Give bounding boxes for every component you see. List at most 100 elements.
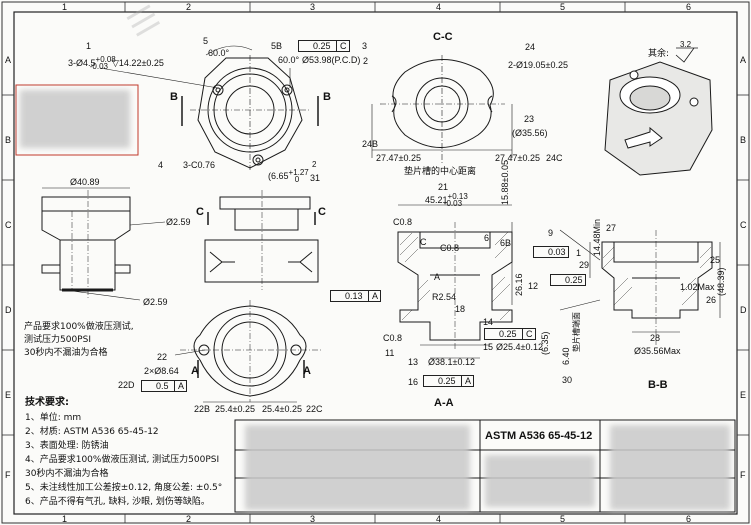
col-mark-6: 6: [686, 2, 692, 12]
aa-dim-width-tol-l: -0.03: [443, 199, 463, 208]
aa-chamfer-mid: C0.8: [440, 243, 460, 253]
position-tolerance-value: 0.25: [313, 41, 331, 51]
balloon-5b: 5B: [271, 41, 283, 51]
balloon-22: 22: [157, 352, 168, 362]
aa-datum-c: C: [420, 237, 427, 247]
aa-dim-2616: 26.16: [514, 273, 524, 296]
row-mark-f: F: [5, 470, 11, 480]
row-mark-f-right: F: [740, 470, 746, 480]
bb-dim-102: 1.02Max: [680, 282, 715, 292]
bore-tol-lower: -0.03: [89, 62, 108, 71]
aa-circ-datum: C: [522, 329, 533, 339]
aa-dim-635: (6.35): [540, 331, 550, 355]
bore-dim: 3-Ø4.5+0.08-0.03▽14.22±0.25: [68, 55, 164, 71]
aa-balloon-15: 15: [483, 342, 494, 352]
aa-balloon-6b: 6B: [500, 238, 512, 248]
row-mark-a-right: A: [740, 55, 747, 65]
aa-perp-datum: A: [368, 291, 379, 301]
pos-tol-datum-bl: A: [174, 381, 185, 391]
aa-balloon-11: 11: [385, 348, 395, 358]
bb-balloon-27: 27: [606, 223, 617, 233]
balloon-22c: 22C: [306, 404, 323, 414]
aa-circ2-value: 0.25: [438, 376, 456, 386]
section-c-right: C: [318, 206, 326, 218]
aa-flat2-frame: 0.25: [550, 274, 586, 286]
col-mark-4-bottom: 4: [436, 514, 442, 524]
row-mark-b-right: B: [740, 135, 747, 145]
bb-balloon-25: 25: [710, 255, 721, 265]
pos-tol-frame-bl: 0.5 A: [141, 380, 188, 392]
aa-radius: R2.54: [432, 292, 457, 302]
aa-balloon-6: 6: [484, 233, 490, 243]
aa-perp-value: 0.13: [345, 291, 363, 301]
cc-ref-dim: (Ø35.56): [512, 128, 548, 138]
aa-balloon-9: 9: [548, 228, 554, 238]
pos-tol-value-bl: 0.5: [156, 381, 169, 391]
tech-item-1: 1、单位: mm: [25, 413, 82, 423]
section-c-left: C: [196, 206, 204, 218]
cc-dim-right: 27.47±0.25: [495, 153, 540, 163]
col-mark-2: 2: [186, 2, 192, 12]
col-mark-5-bottom: 5: [560, 514, 566, 524]
aa-balloon-16: 16: [408, 377, 419, 387]
cc-balloon-24b: 24B: [362, 139, 379, 149]
row-mark-d: D: [5, 305, 12, 315]
aa-balloon-30: 30: [562, 375, 573, 385]
col-mark-6-bottom: 6: [686, 514, 692, 524]
chamfer-dim: 3-C0.76: [183, 160, 216, 170]
row-mark-e-right: E: [740, 390, 747, 400]
aa-title: A-A: [434, 397, 454, 409]
aa-circ2-frame: 0.25 A: [423, 375, 475, 387]
aa-balloon-14: 14: [483, 317, 494, 327]
aa-dia-254: Ø25.4±0.12: [496, 342, 543, 352]
bb-balloon-26: 26: [706, 295, 717, 305]
dim-254-left: 25.4±0.25: [215, 404, 255, 414]
tech-item-5: 5、未注线性加工公差按±0.12, 角度公差: ±0.5°: [25, 483, 223, 493]
section-b-right: B: [323, 91, 331, 103]
bb-dia-3556: Ø35.56Max: [634, 346, 681, 356]
dim-665-tol-lower: 0: [294, 175, 300, 184]
position-tolerance-frame: 0.25 C: [298, 40, 350, 52]
col-mark-3-bottom: 3: [310, 514, 316, 524]
section-a-right: A: [303, 365, 311, 377]
dim-254-right: 25.4±0.25: [262, 404, 302, 414]
test-note-2: 测试压力500PSI: [24, 335, 91, 345]
col-mark-1-bottom: 1: [62, 514, 68, 524]
row-mark-a: A: [5, 55, 12, 65]
cc-dim-left: 27.47±0.25: [376, 153, 421, 163]
col-mark-1: 1: [62, 2, 68, 12]
aa-dim-640: 6.40: [561, 347, 571, 365]
aa-dim-width: 45.21+0.13-0.03: [425, 192, 486, 208]
bb-dim-4839: (48.39): [716, 267, 726, 296]
position-tolerance-datum: C: [336, 41, 347, 51]
bore-tol-upper: +0.08: [95, 55, 116, 64]
balloon-31: 31: [310, 173, 321, 183]
row-mark-d-right: D: [740, 305, 747, 315]
row-mark-c-right: C: [740, 220, 747, 230]
col-mark-2-bottom: 2: [186, 514, 192, 524]
balloon-5: 5: [203, 36, 209, 46]
tech-item-4: 4、产品要求100%做液压测试, 测试压力500PSI: [25, 455, 220, 465]
title-block-material: ASTM A536 65-45-12: [485, 430, 593, 442]
hole-dim-864: 2×Ø8.64: [144, 366, 179, 376]
pcd-dim: Ø53.98(P.C.D): [302, 55, 361, 65]
cc-balloon-24: 24: [525, 42, 536, 52]
blurred-title-area-3: [485, 455, 595, 507]
iso-roughness: 3.2: [680, 40, 692, 49]
aa-flat2-value: 0.25: [565, 275, 583, 285]
col-mark-3: 3: [310, 2, 316, 12]
dim-665-main: (6.65: [268, 171, 289, 181]
aa-datum-a: A: [434, 272, 441, 282]
cc-balloon-23: 23: [524, 114, 535, 124]
balloon-1: 1: [86, 41, 92, 51]
aa-circ-frame: 0.25 C: [484, 328, 536, 340]
section-b-left: B: [170, 91, 178, 103]
angle-2: 60.0°: [278, 55, 300, 65]
balloon-22d: 22D: [118, 380, 135, 390]
aa-balloon-21: 21: [438, 182, 449, 192]
col-mark-5: 5: [560, 2, 566, 12]
aa-dim-width-tol-u: +0.13: [447, 192, 468, 201]
bore-dim-main: 3-Ø4.5: [68, 58, 96, 68]
row-mark-b: B: [5, 135, 12, 145]
cc-hole-dim: 2-Ø19.05±0.25: [508, 60, 568, 70]
